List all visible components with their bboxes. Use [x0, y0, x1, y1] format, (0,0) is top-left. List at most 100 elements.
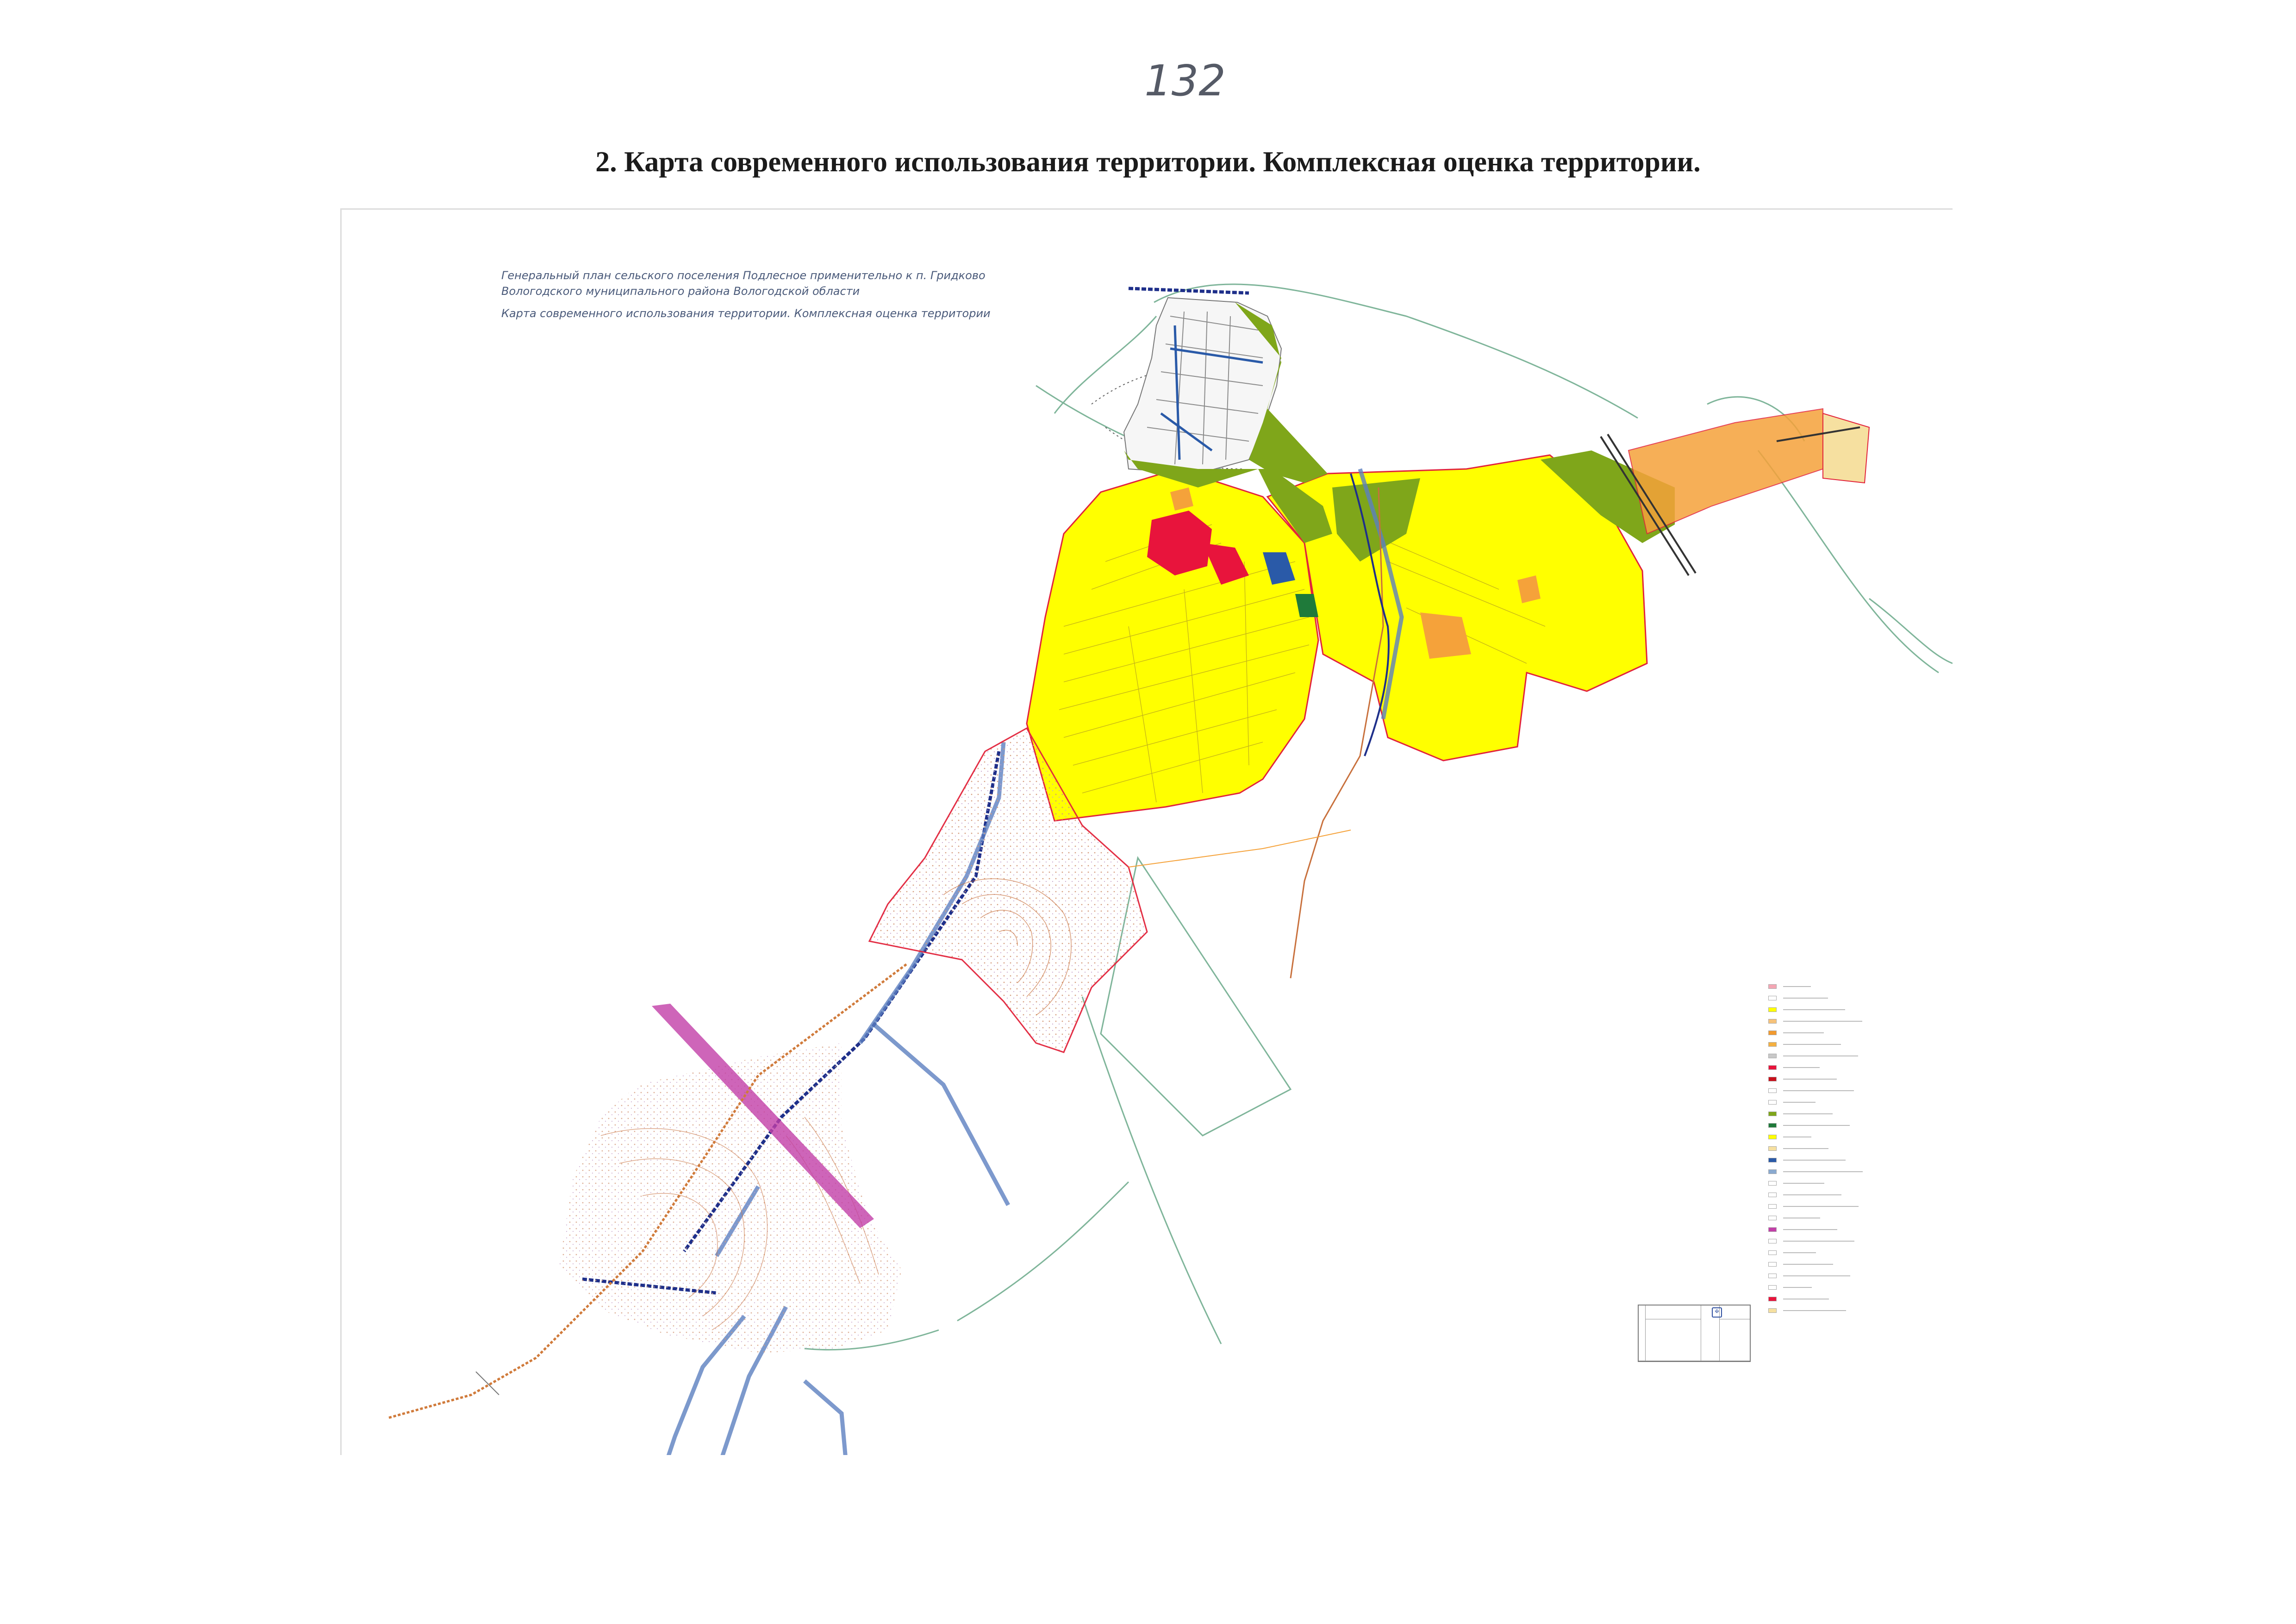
legend-swatch: [1768, 1308, 1777, 1313]
legend-item: [1768, 1305, 1889, 1316]
legend-swatch: [1768, 1296, 1777, 1301]
legend-swatch: [1768, 1076, 1777, 1081]
map-legend: [1768, 981, 1889, 1323]
map-title-line1: Генеральный план сельского поселения Под…: [501, 269, 986, 282]
legend-label-line: [1783, 1275, 1850, 1276]
map-subtitle: Карта современного использования террито…: [501, 307, 991, 320]
legend-item: [1768, 1015, 1889, 1027]
legend-label-line: [1783, 1310, 1846, 1311]
legend-item: [1768, 1119, 1889, 1131]
legend-swatch: [1768, 1181, 1777, 1186]
map-frame[interactable]: Генеральный план сельского поселения Под…: [340, 208, 1953, 1455]
legend-item: [1768, 1096, 1889, 1108]
legend-label-line: [1783, 997, 1828, 999]
legend-label-line: [1783, 1252, 1816, 1253]
legend-label-line: [1783, 1020, 1862, 1022]
boundary-orange-line: [1128, 830, 1351, 868]
legend-label-line: [1783, 1009, 1845, 1010]
legend-label-line: [1783, 1067, 1820, 1068]
title-block: ✠: [1638, 1305, 1751, 1362]
terrain-contours-area[interactable]: [868, 727, 1148, 1053]
legend-swatch: [1768, 1192, 1777, 1197]
legend-item: [1768, 1085, 1889, 1096]
legend-label-line: [1783, 1148, 1828, 1149]
legend-swatch: [1768, 995, 1777, 1000]
commercial-zone[interactable]: [1147, 511, 1212, 575]
legend-swatch: [1768, 1065, 1777, 1070]
legend-label-line: [1783, 1287, 1812, 1288]
legend-swatch: [1768, 1053, 1777, 1058]
river-channel: [1350, 473, 1390, 756]
map-title: Генеральный план сельского поселения Под…: [501, 268, 1011, 321]
legend-swatch: [1768, 1204, 1777, 1209]
title-block-cell: [1639, 1305, 1646, 1361]
legend-label-line: [1783, 1171, 1863, 1172]
legend-label-line: [1783, 1159, 1846, 1161]
legend-label-line: [1783, 1078, 1837, 1080]
organization-logo-icon: ✠: [1712, 1307, 1722, 1318]
title-block-cell: [1701, 1305, 1720, 1361]
legend-item: [1768, 1050, 1889, 1062]
industrial-zone-orange-2[interactable]: [1517, 575, 1541, 603]
industrial-zone-small[interactable]: [1170, 487, 1193, 511]
title-block-cell: [1720, 1319, 1750, 1361]
legend-label-line: [1783, 1263, 1833, 1265]
public-zone-blue[interactable]: [1263, 552, 1295, 585]
title-block-cell: [1646, 1319, 1701, 1361]
legend-item: [1768, 1247, 1889, 1258]
title-block-cell: [1720, 1305, 1750, 1319]
legend-swatch: [1768, 1250, 1777, 1255]
page-number: 132: [1144, 56, 1226, 106]
legend-item: [1768, 1224, 1889, 1235]
southwest-trail: [475, 1371, 499, 1395]
green-zone-north-east[interactable]: [1235, 302, 1328, 483]
legend-item: [1768, 1131, 1889, 1143]
map-canvas[interactable]: [342, 210, 1953, 1455]
legend-item: [1768, 1293, 1889, 1305]
legend-swatch: [1768, 1227, 1777, 1232]
legend-swatch: [1768, 1146, 1777, 1151]
legend-label-line: [1783, 1043, 1841, 1045]
legend-label-line: [1783, 1206, 1859, 1207]
industrial-zone-orange[interactable]: [1420, 612, 1471, 659]
legend-swatch: [1768, 1018, 1777, 1024]
forest-zone-dark[interactable]: [1295, 594, 1318, 617]
legend-label-line: [1783, 1182, 1824, 1184]
legend-swatch: [1768, 1238, 1777, 1243]
railway: [1600, 426, 1860, 576]
legend-item: [1768, 981, 1889, 992]
legend-item: [1768, 1166, 1889, 1177]
legend-swatch: [1768, 1157, 1777, 1162]
legend-swatch: [1768, 1273, 1777, 1278]
legend-label-line: [1783, 1124, 1850, 1126]
legend-swatch: [1768, 1262, 1777, 1267]
terrain-southwest[interactable]: [559, 1043, 902, 1353]
legend-item: [1768, 1143, 1889, 1154]
legend-item: [1768, 1281, 1889, 1293]
commercial-zone-2[interactable]: [1203, 543, 1249, 585]
pipeline-corridor[interactable]: [652, 1004, 874, 1228]
legend-label-line: [1783, 1101, 1816, 1103]
green-zone-central[interactable]: [1124, 450, 1332, 543]
settlement-water-pipes: [1160, 325, 1263, 460]
legend-swatch: [1768, 1030, 1777, 1035]
legend-swatch: [1768, 1088, 1777, 1093]
legend-label-line: [1783, 1229, 1837, 1230]
legend-label-line: [1783, 986, 1811, 987]
legend-label-line: [1783, 1194, 1841, 1195]
legend-item: [1768, 1004, 1889, 1015]
legend-item: [1768, 992, 1889, 1004]
legend-swatch: [1768, 1042, 1777, 1047]
legend-item: [1768, 1062, 1889, 1073]
page-heading: 2. Карта современного использования терр…: [595, 146, 1701, 178]
legend-label-line: [1783, 1032, 1824, 1033]
legend-label-line: [1783, 1090, 1854, 1091]
settlement-east-light[interactable]: [1822, 412, 1870, 484]
legend-swatch: [1768, 1134, 1777, 1139]
legend-swatch: [1768, 1099, 1777, 1105]
legend-item: [1768, 1177, 1889, 1189]
legend-swatch: [1768, 984, 1777, 989]
settlement-east[interactable]: [1628, 408, 1823, 535]
legend-item: [1768, 1154, 1889, 1166]
legend-label-line: [1783, 1113, 1833, 1114]
